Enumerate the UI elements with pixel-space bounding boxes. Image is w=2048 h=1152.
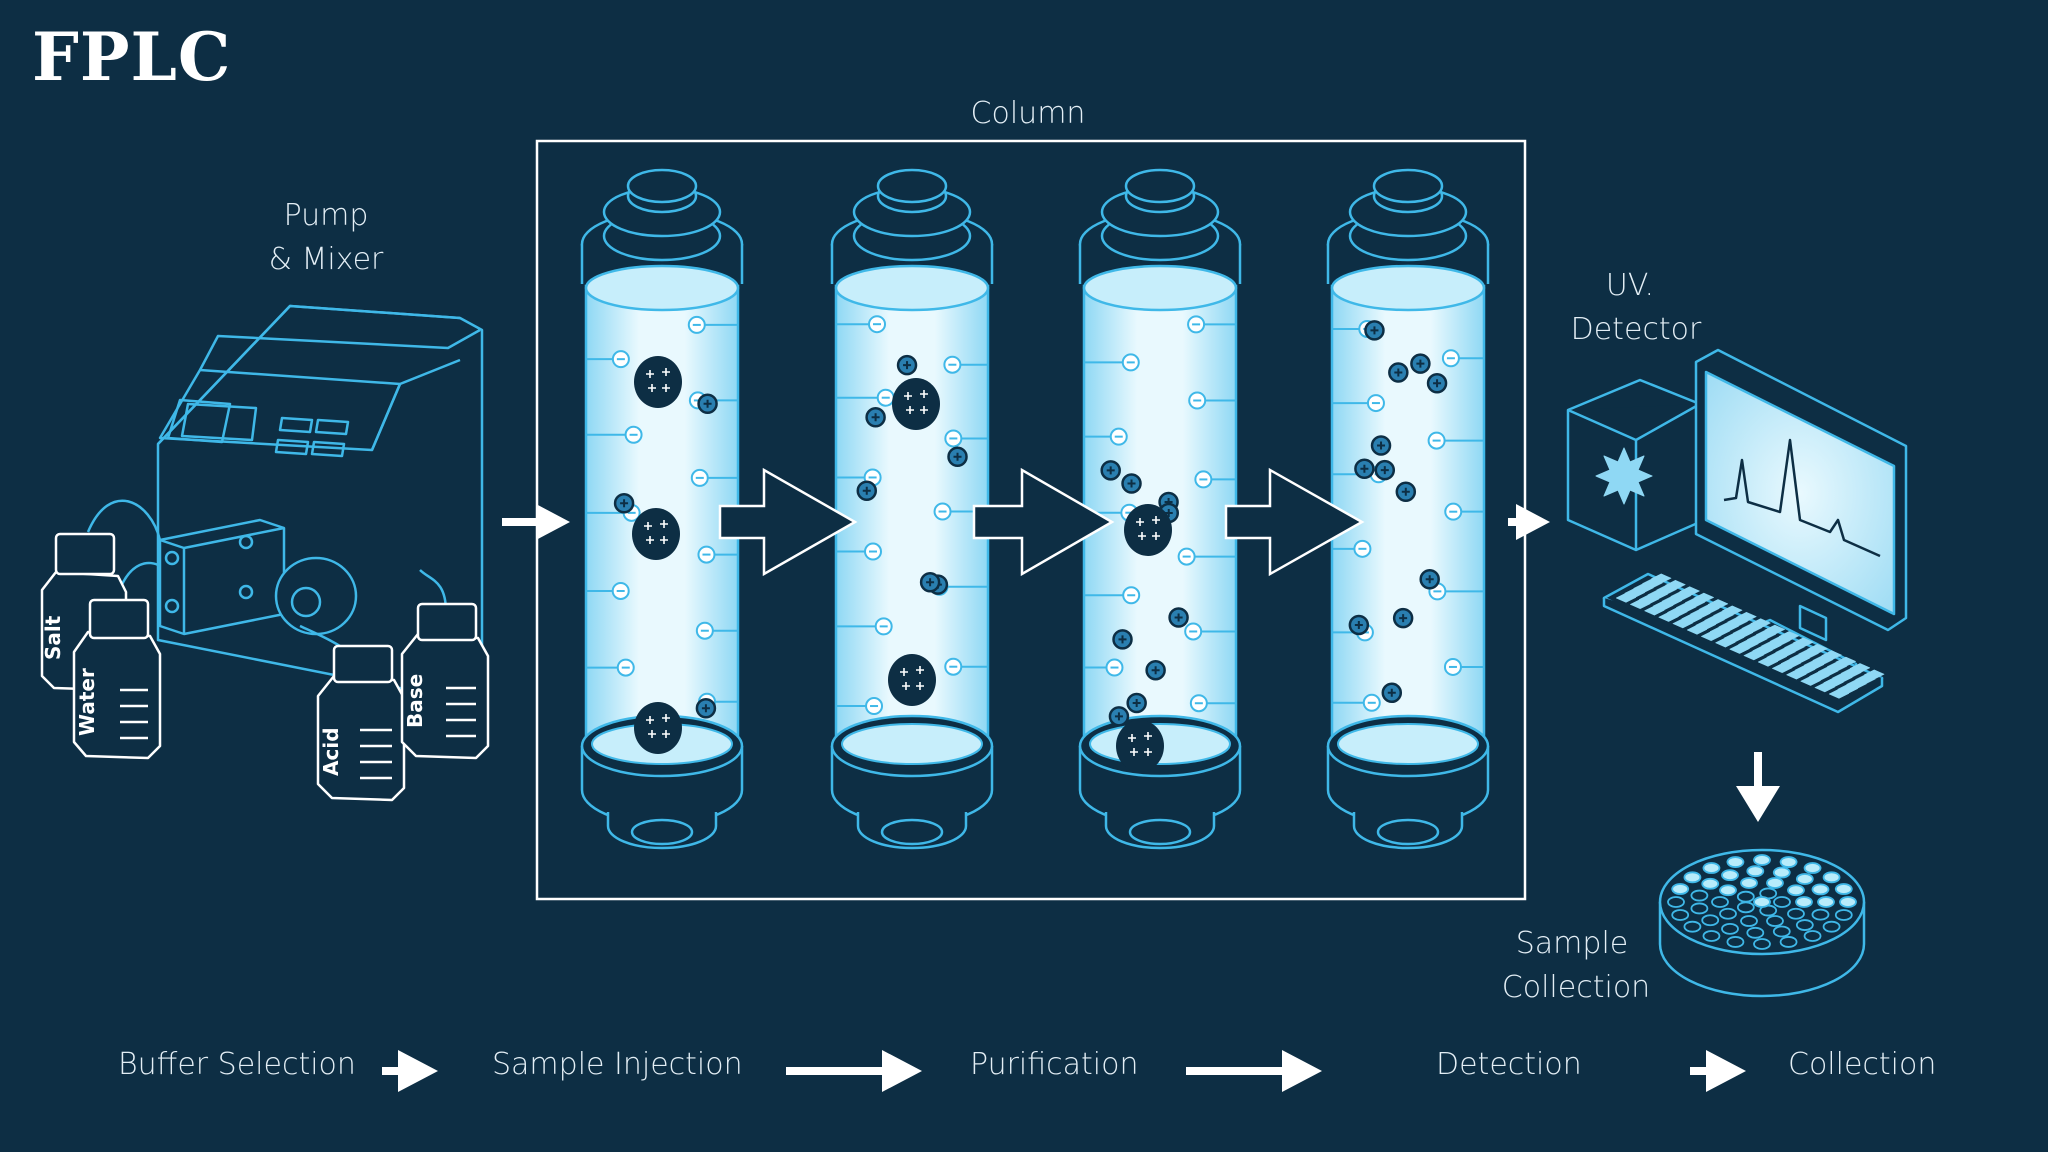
bottle-base xyxy=(400,602,490,760)
flow-arrow-2 xyxy=(972,467,1115,577)
step-purification: Purification xyxy=(970,1047,1139,1082)
bottles xyxy=(40,532,490,802)
flow-arrows-group xyxy=(718,467,1365,577)
column-3 xyxy=(1078,168,1242,850)
bottle-base-label: Base xyxy=(403,674,427,728)
uv-burst-icon xyxy=(1595,447,1653,505)
step-arrow-4 xyxy=(1690,1050,1746,1092)
step-sample-injection: Sample Injection xyxy=(492,1047,743,1082)
bottle-water xyxy=(72,598,162,760)
detector-label-line1: UV. xyxy=(1605,268,1655,303)
entry-arrow xyxy=(502,504,570,540)
bottle-water-label: Water xyxy=(75,668,99,736)
bottle-acid-label: Acid xyxy=(319,727,343,776)
flow-arrow-3 xyxy=(1224,467,1365,577)
step-arrows xyxy=(382,1050,1746,1092)
bottle-salt-label: Salt xyxy=(41,615,65,660)
sample-label-line1: Sample xyxy=(1515,926,1629,961)
column-label: Column xyxy=(970,96,1086,131)
step-buffer-selection: Buffer Selection xyxy=(118,1047,356,1082)
pump-label-line1: Pump xyxy=(283,198,369,233)
step-arrow-2 xyxy=(786,1050,922,1092)
sample-collection-plate xyxy=(1658,848,1866,998)
step-arrow-3 xyxy=(1186,1050,1322,1092)
diagram-title: FPLC xyxy=(32,18,232,96)
step-collection: Collection xyxy=(1788,1047,1937,1082)
keyboard xyxy=(1602,572,1885,714)
flow-arrow-1 xyxy=(718,467,858,577)
columns-group xyxy=(580,168,1490,850)
detector-label-line2: Detector xyxy=(1570,312,1702,347)
column-2 xyxy=(830,168,994,850)
sample-label-line2: Collection xyxy=(1501,970,1651,1005)
exit-arrow xyxy=(1508,504,1550,540)
pump-label-line2: & Mixer xyxy=(268,242,384,277)
column-1 xyxy=(580,168,744,850)
plate-wells xyxy=(1667,854,1857,950)
down-arrow xyxy=(1736,752,1780,822)
bottle-acid xyxy=(316,644,406,802)
column-4 xyxy=(1326,168,1490,850)
chromatogram-trace xyxy=(1723,438,1881,558)
uv-detector xyxy=(1566,378,1702,552)
step-arrow-1 xyxy=(382,1050,438,1092)
step-detection: Detection xyxy=(1436,1047,1582,1082)
